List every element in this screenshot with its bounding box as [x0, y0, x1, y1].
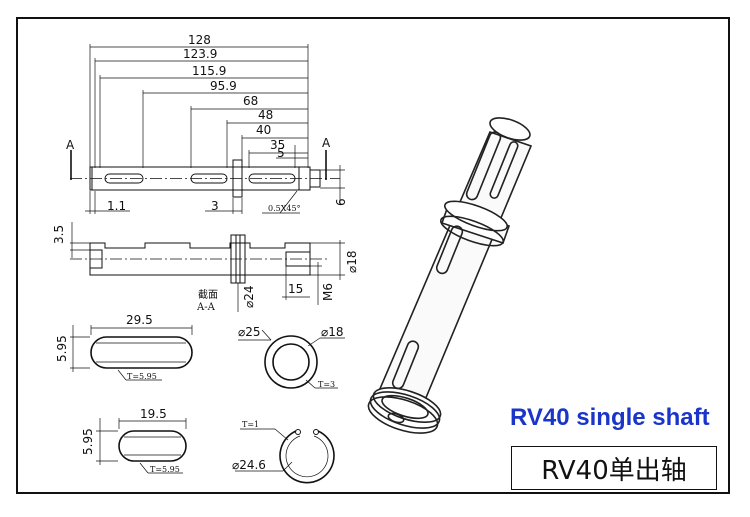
- length-dimensions: [89, 44, 309, 168]
- shaft-front-view: [70, 150, 340, 198]
- dim-m6: M6: [321, 283, 335, 301]
- drawing-frame: [16, 17, 730, 494]
- section-marker-left: A: [66, 138, 75, 152]
- key-large: [90, 336, 193, 369]
- shaft-isometric: [367, 117, 533, 434]
- key1-width: 5.95: [55, 335, 69, 362]
- dim-128: 128: [188, 33, 211, 47]
- key2-width: 5.95: [81, 428, 95, 455]
- dim-chamfer: 0.5X45°: [268, 204, 301, 213]
- dim-dia-18: ⌀18: [345, 251, 359, 274]
- section-marker-right: A: [322, 136, 331, 150]
- ring-outer-dia: ⌀25: [238, 325, 261, 339]
- retaining-clip: [279, 429, 335, 484]
- clip-thickness: T=1: [242, 420, 259, 429]
- dim-123-9: 123.9: [183, 47, 217, 61]
- ring-thickness: T=3: [318, 380, 335, 389]
- dim-35: 35: [270, 138, 285, 152]
- title-block: RV40单出轴: [511, 446, 717, 490]
- section-label-id: A-A: [196, 302, 216, 313]
- clip-diameter: ⌀24.6: [232, 458, 266, 472]
- shaft-section-view: [70, 234, 330, 284]
- key1-length: 29.5: [126, 313, 153, 327]
- dim-40: 40: [256, 123, 271, 137]
- dim-3-5: 3.5: [52, 225, 66, 244]
- key2-length: 19.5: [140, 407, 167, 421]
- key2-thickness: T=5.95: [150, 465, 180, 474]
- dim-48: 48: [258, 108, 273, 122]
- key-small: [118, 430, 187, 462]
- dim-115-9: 115.9: [192, 64, 226, 78]
- section-label-cn: 截面: [198, 288, 218, 301]
- title-block-text: RV40单出轴: [541, 455, 687, 486]
- dim-68: 68: [243, 94, 258, 108]
- dim-3: 3: [211, 199, 219, 213]
- dim-dia-24: ⌀24: [242, 286, 256, 309]
- spacer-ring: [264, 335, 318, 389]
- dim-15: 15: [288, 282, 303, 296]
- key1-thickness: T=5.95: [127, 372, 157, 381]
- dim-6: 6: [334, 198, 348, 206]
- product-caption: RV40 single shaft: [510, 404, 710, 431]
- ring-inner-dia: ⌀18: [321, 325, 344, 339]
- dim-1-1: 1.1: [107, 199, 126, 213]
- dim-5: 5: [277, 146, 285, 160]
- dim-95-9: 95.9: [210, 79, 237, 93]
